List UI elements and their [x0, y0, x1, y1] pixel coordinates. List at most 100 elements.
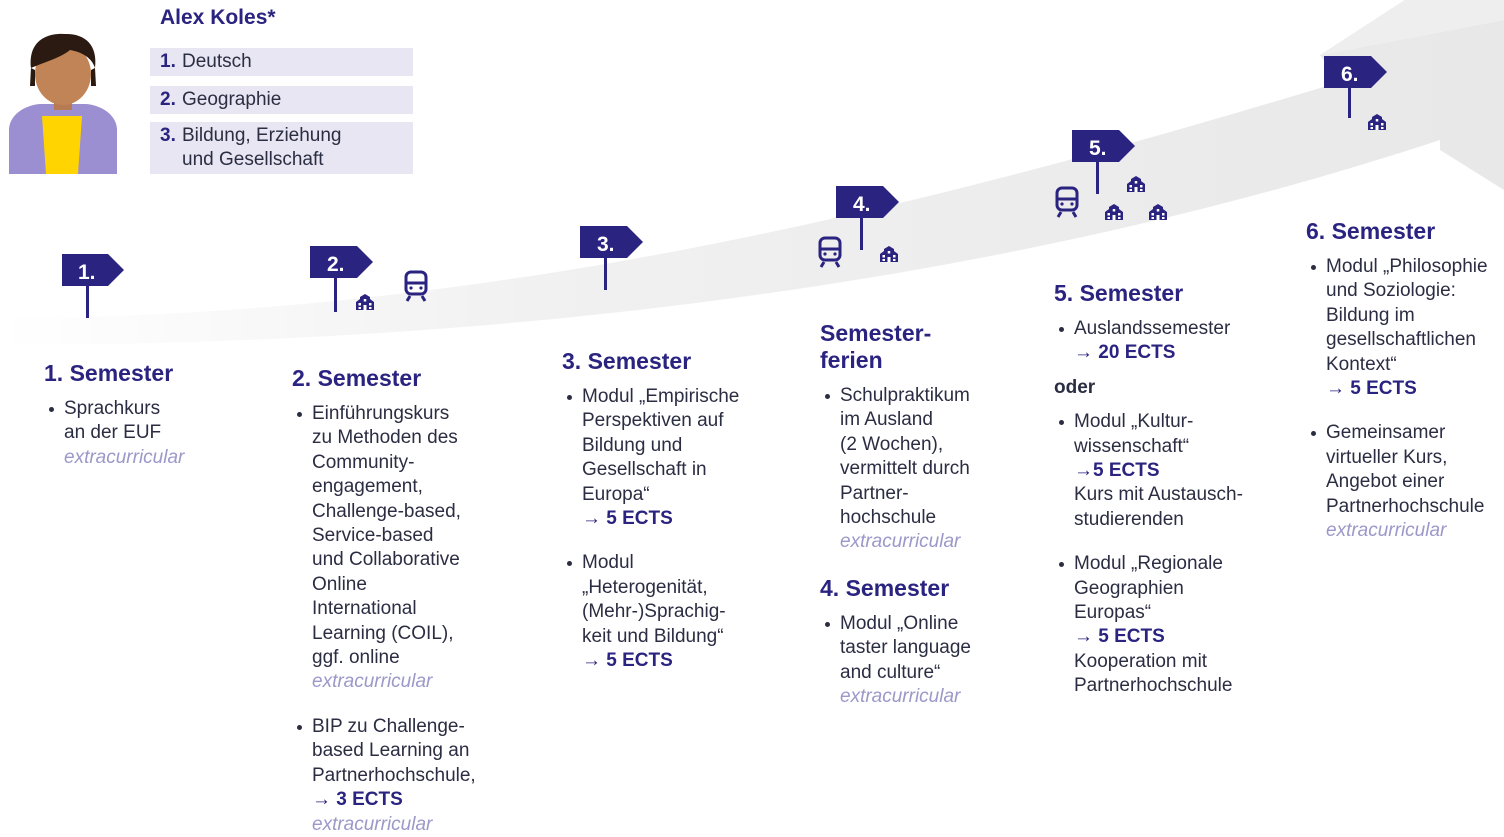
- subject-3-label-line1: Bildung, Erziehung: [182, 125, 342, 146]
- marker-4-label: 4.: [853, 193, 871, 216]
- progress-arrow: [0, 20, 1504, 345]
- line: Modul „Empirische: [582, 386, 740, 407]
- line: Perspektiven auf: [582, 410, 724, 432]
- line: Bildung und: [582, 434, 683, 456]
- semester-3-item-1: Modul „Empirische Perspektiven auf Bildu…: [562, 385, 792, 531]
- semester-5-item-1: Auslandssemester → 20 ECTS: [1054, 317, 1284, 366]
- line: Partnerhochschule: [1074, 675, 1233, 697]
- ects-credit: → 5 ECTS: [1326, 378, 1417, 400]
- profile-name: Alex Koles*: [160, 6, 276, 29]
- or-separator: oder: [1054, 376, 1096, 398]
- subject-1-label: Deutsch: [182, 51, 252, 72]
- line: und Soziologie:: [1326, 280, 1456, 302]
- line: Partnerhochschule,: [312, 764, 476, 786]
- line: an der EUF: [64, 422, 162, 444]
- line: Modul: [582, 552, 634, 574]
- semester-break-column: Semester- ferien Schulpraktikum im Ausla…: [820, 320, 1030, 709]
- semester-2-item-1: Einführungskurs zu Methoden des Communit…: [292, 402, 522, 695]
- line: und Collaborative: [312, 549, 460, 571]
- ects-credit: → 5 ECTS: [582, 508, 673, 530]
- subject-1-number: 1.: [160, 51, 176, 72]
- subject-2-label: Geographie: [182, 89, 282, 110]
- semester-3-column: 3. Semester Modul „Empirische Perspektiv…: [562, 348, 792, 673]
- subject-2: 2. Geographie: [150, 86, 413, 114]
- marker-1-label: 1.: [78, 261, 96, 284]
- semester-1-title: 1. Semester: [44, 360, 174, 386]
- line: Modul „Online: [840, 612, 959, 634]
- line: studierenden: [1074, 508, 1184, 530]
- semester-2-column: 2. Semester Einführungskurs zu Methoden …: [292, 365, 522, 837]
- semester-6-column: 6. Semester Modul „Philosophie und Sozio…: [1306, 218, 1504, 543]
- line: Partnerhochschule: [1326, 495, 1485, 517]
- line: virtueller Kurs,: [1326, 446, 1448, 468]
- extracurricular-tag: extracurricular: [840, 531, 961, 553]
- ects-credit: → 3 ECTS: [312, 789, 403, 811]
- line: Kontext“: [1326, 353, 1397, 375]
- marker-3-label: 3.: [597, 233, 615, 256]
- marker-1: 1.: [62, 254, 124, 318]
- semester-5-item-3: Modul „Regionale Geographien Europas“ → …: [1054, 552, 1284, 698]
- line: International: [312, 598, 417, 620]
- ects-credit: → 20 ECTS: [1074, 342, 1176, 364]
- line: keit und Bildung“: [582, 625, 724, 647]
- semester-4-item: Modul „Online taster language and cultur…: [820, 612, 1030, 710]
- line: vermittelt durch: [840, 458, 970, 480]
- semester-4-title: 4. Semester: [820, 574, 950, 601]
- marker-5-label: 5.: [1089, 137, 1107, 160]
- semester-1-item: Sprachkurs an der EUF extracurricular: [44, 397, 244, 470]
- line: Community-: [312, 451, 415, 473]
- marker-2: 2.: [310, 246, 428, 312]
- semester-break-title-line2: ferien: [820, 347, 883, 373]
- line: im Ausland: [840, 409, 933, 431]
- line: Gemeinsamer: [1326, 422, 1446, 444]
- line: Kooperation mit: [1074, 650, 1208, 672]
- line: ggf. online: [312, 647, 400, 669]
- marker-3: 3.: [580, 226, 643, 290]
- line: Modul „Kultur-: [1074, 411, 1194, 433]
- line: Einführungskurs: [312, 403, 450, 424]
- line: wissenschaft“: [1074, 435, 1190, 457]
- line: Challenge-based,: [312, 500, 461, 522]
- line: „Heterogenität,: [582, 576, 708, 598]
- semester-5-title: 5. Semester: [1054, 280, 1184, 306]
- extracurricular-tag: extracurricular: [840, 686, 961, 708]
- line: Angebot einer: [1326, 471, 1445, 493]
- line: Auslandssemester: [1074, 318, 1231, 339]
- semester-3-item-2: Modul „Heterogenität, (Mehr-)Sprachig- k…: [562, 551, 792, 673]
- semester-6-item-2: Gemeinsamer virtueller Kurs, Angebot ein…: [1306, 421, 1504, 543]
- subject-1: 1. Deutsch: [150, 48, 413, 76]
- line: (Mehr-)Sprachig-: [582, 601, 726, 623]
- line: Geographien: [1074, 577, 1184, 599]
- subject-3-number: 3.: [160, 125, 176, 146]
- semester-2-title: 2. Semester: [292, 365, 422, 391]
- line: Bildung im: [1326, 304, 1415, 326]
- line: Modul „Regionale: [1074, 553, 1223, 575]
- line: Gesellschaft in: [582, 459, 707, 481]
- line: taster language: [840, 637, 971, 659]
- semester-5-item-2: Modul „Kultur- wissenschaft“ →5 ECTS Kur…: [1054, 410, 1284, 532]
- marker-5: 5.: [1055, 130, 1167, 220]
- university-icon: [356, 294, 374, 310]
- line: gesellschaftlichen: [1326, 329, 1476, 351]
- line: and culture“: [840, 661, 941, 683]
- line: Modul „Philosophie: [1326, 256, 1488, 277]
- semester-break-item: Schulpraktikum im Ausland (2 Wochen), ve…: [820, 384, 1030, 555]
- extracurricular-tag: extracurricular: [1326, 520, 1447, 542]
- line: Schulpraktikum: [840, 385, 970, 406]
- semester-1-column: 1. Semester Sprachkurs an der EUF extrac…: [44, 360, 244, 470]
- semester-2-item-2: BIP zu Challenge- based Learning an Part…: [292, 715, 522, 837]
- subject-3-label-line2: und Gesellschaft: [182, 149, 324, 170]
- line: Sprachkurs: [64, 398, 161, 419]
- extracurricular-tag: extracurricular: [64, 446, 185, 468]
- ects-credit: → 5 ECTS: [582, 650, 673, 672]
- line: Partner-: [840, 482, 909, 504]
- line: Europas“: [1074, 602, 1152, 624]
- semester-5-column: 5. Semester Auslandssemester → 20 ECTS o…: [1054, 280, 1284, 699]
- marker-6: 6.: [1324, 56, 1387, 130]
- line: BIP zu Challenge-: [312, 715, 465, 737]
- semester-break-title-line1: Semester-: [820, 320, 932, 346]
- line: Kurs mit Austausch-: [1074, 484, 1243, 506]
- line: engagement,: [312, 476, 423, 498]
- subject-3: 3. Bildung, Erziehung und Gesellschaft: [150, 122, 413, 174]
